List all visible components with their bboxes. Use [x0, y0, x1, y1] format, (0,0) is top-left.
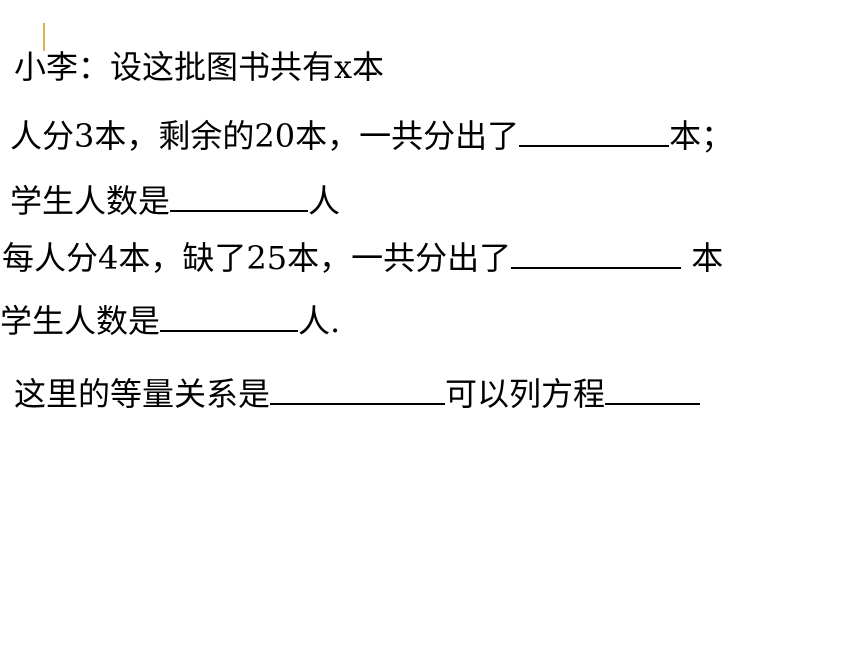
- line3-text: 学生人数是: [10, 182, 171, 220]
- distribute-4-line: 每人分4本，缺了25本，一共分出了 本: [2, 237, 723, 278]
- line4-text: 每人分4本，缺了25本，一共分出了: [2, 239, 512, 277]
- line6-text: 这里的等量关系是: [14, 375, 271, 413]
- line5-suffix: 人.: [298, 302, 341, 340]
- blank-equation[interactable]: [605, 373, 701, 405]
- equation-line: 这里的等量关系是 可以列方程: [14, 373, 701, 414]
- line5-text: 学生人数是: [0, 302, 161, 340]
- blank-books-given-2[interactable]: [511, 237, 682, 269]
- line6-mid-text: 可以列方程: [445, 375, 606, 413]
- intro-text: 小李：设这批图书共有x本: [14, 48, 385, 86]
- intro-line: 小李：设这批图书共有x本: [14, 47, 384, 87]
- student-count-line-2: 学生人数是 人.: [0, 300, 340, 341]
- line4-suffix: 本: [681, 239, 724, 277]
- blank-books-given-1[interactable]: [519, 115, 670, 147]
- line2-suffix: 本；: [669, 117, 734, 155]
- student-count-line-1: 学生人数是 人: [10, 180, 340, 221]
- accent-bar: [43, 23, 45, 51]
- blank-equality-relation[interactable]: [270, 373, 446, 405]
- line3-suffix: 人: [308, 182, 341, 220]
- blank-student-count-1[interactable]: [170, 180, 309, 212]
- distribute-3-line: 人分3本，剩余的20本，一共分出了 本；: [10, 115, 733, 156]
- blank-student-count-2[interactable]: [160, 300, 299, 332]
- line2-text: 人分3本，剩余的20本，一共分出了: [10, 117, 520, 155]
